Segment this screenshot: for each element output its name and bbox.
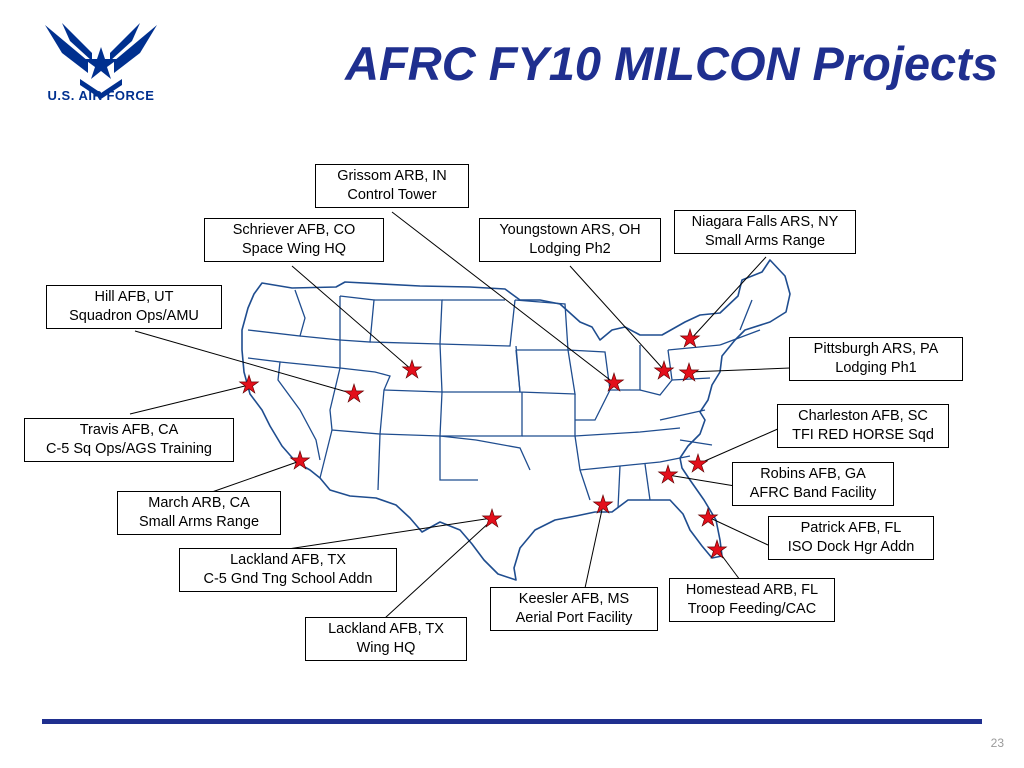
state-borders — [247, 289, 761, 509]
logo-text: U.S. AIR FORCE — [47, 88, 155, 103]
page-title: AFRC FY10 MILCON Projects — [345, 37, 998, 90]
footer-divider — [42, 719, 982, 724]
air-force-logo — [45, 23, 157, 99]
star-marker — [401, 359, 423, 379]
star-marker — [289, 450, 311, 470]
page-number: 23 — [990, 736, 1004, 750]
star-marker — [592, 494, 614, 514]
star-marker — [687, 453, 709, 473]
star-marker — [481, 508, 503, 528]
star-marker — [653, 360, 675, 380]
star-marker — [706, 539, 728, 559]
star-marker — [657, 464, 679, 484]
star-marker — [343, 383, 365, 403]
base-stars — [238, 328, 728, 559]
star-marker — [679, 328, 701, 348]
leader-lines — [129, 211, 791, 619]
star-marker — [603, 372, 625, 392]
star-marker — [697, 507, 719, 527]
star-marker — [238, 374, 260, 394]
star-marker — [678, 362, 700, 382]
us-outline — [241, 259, 791, 581]
